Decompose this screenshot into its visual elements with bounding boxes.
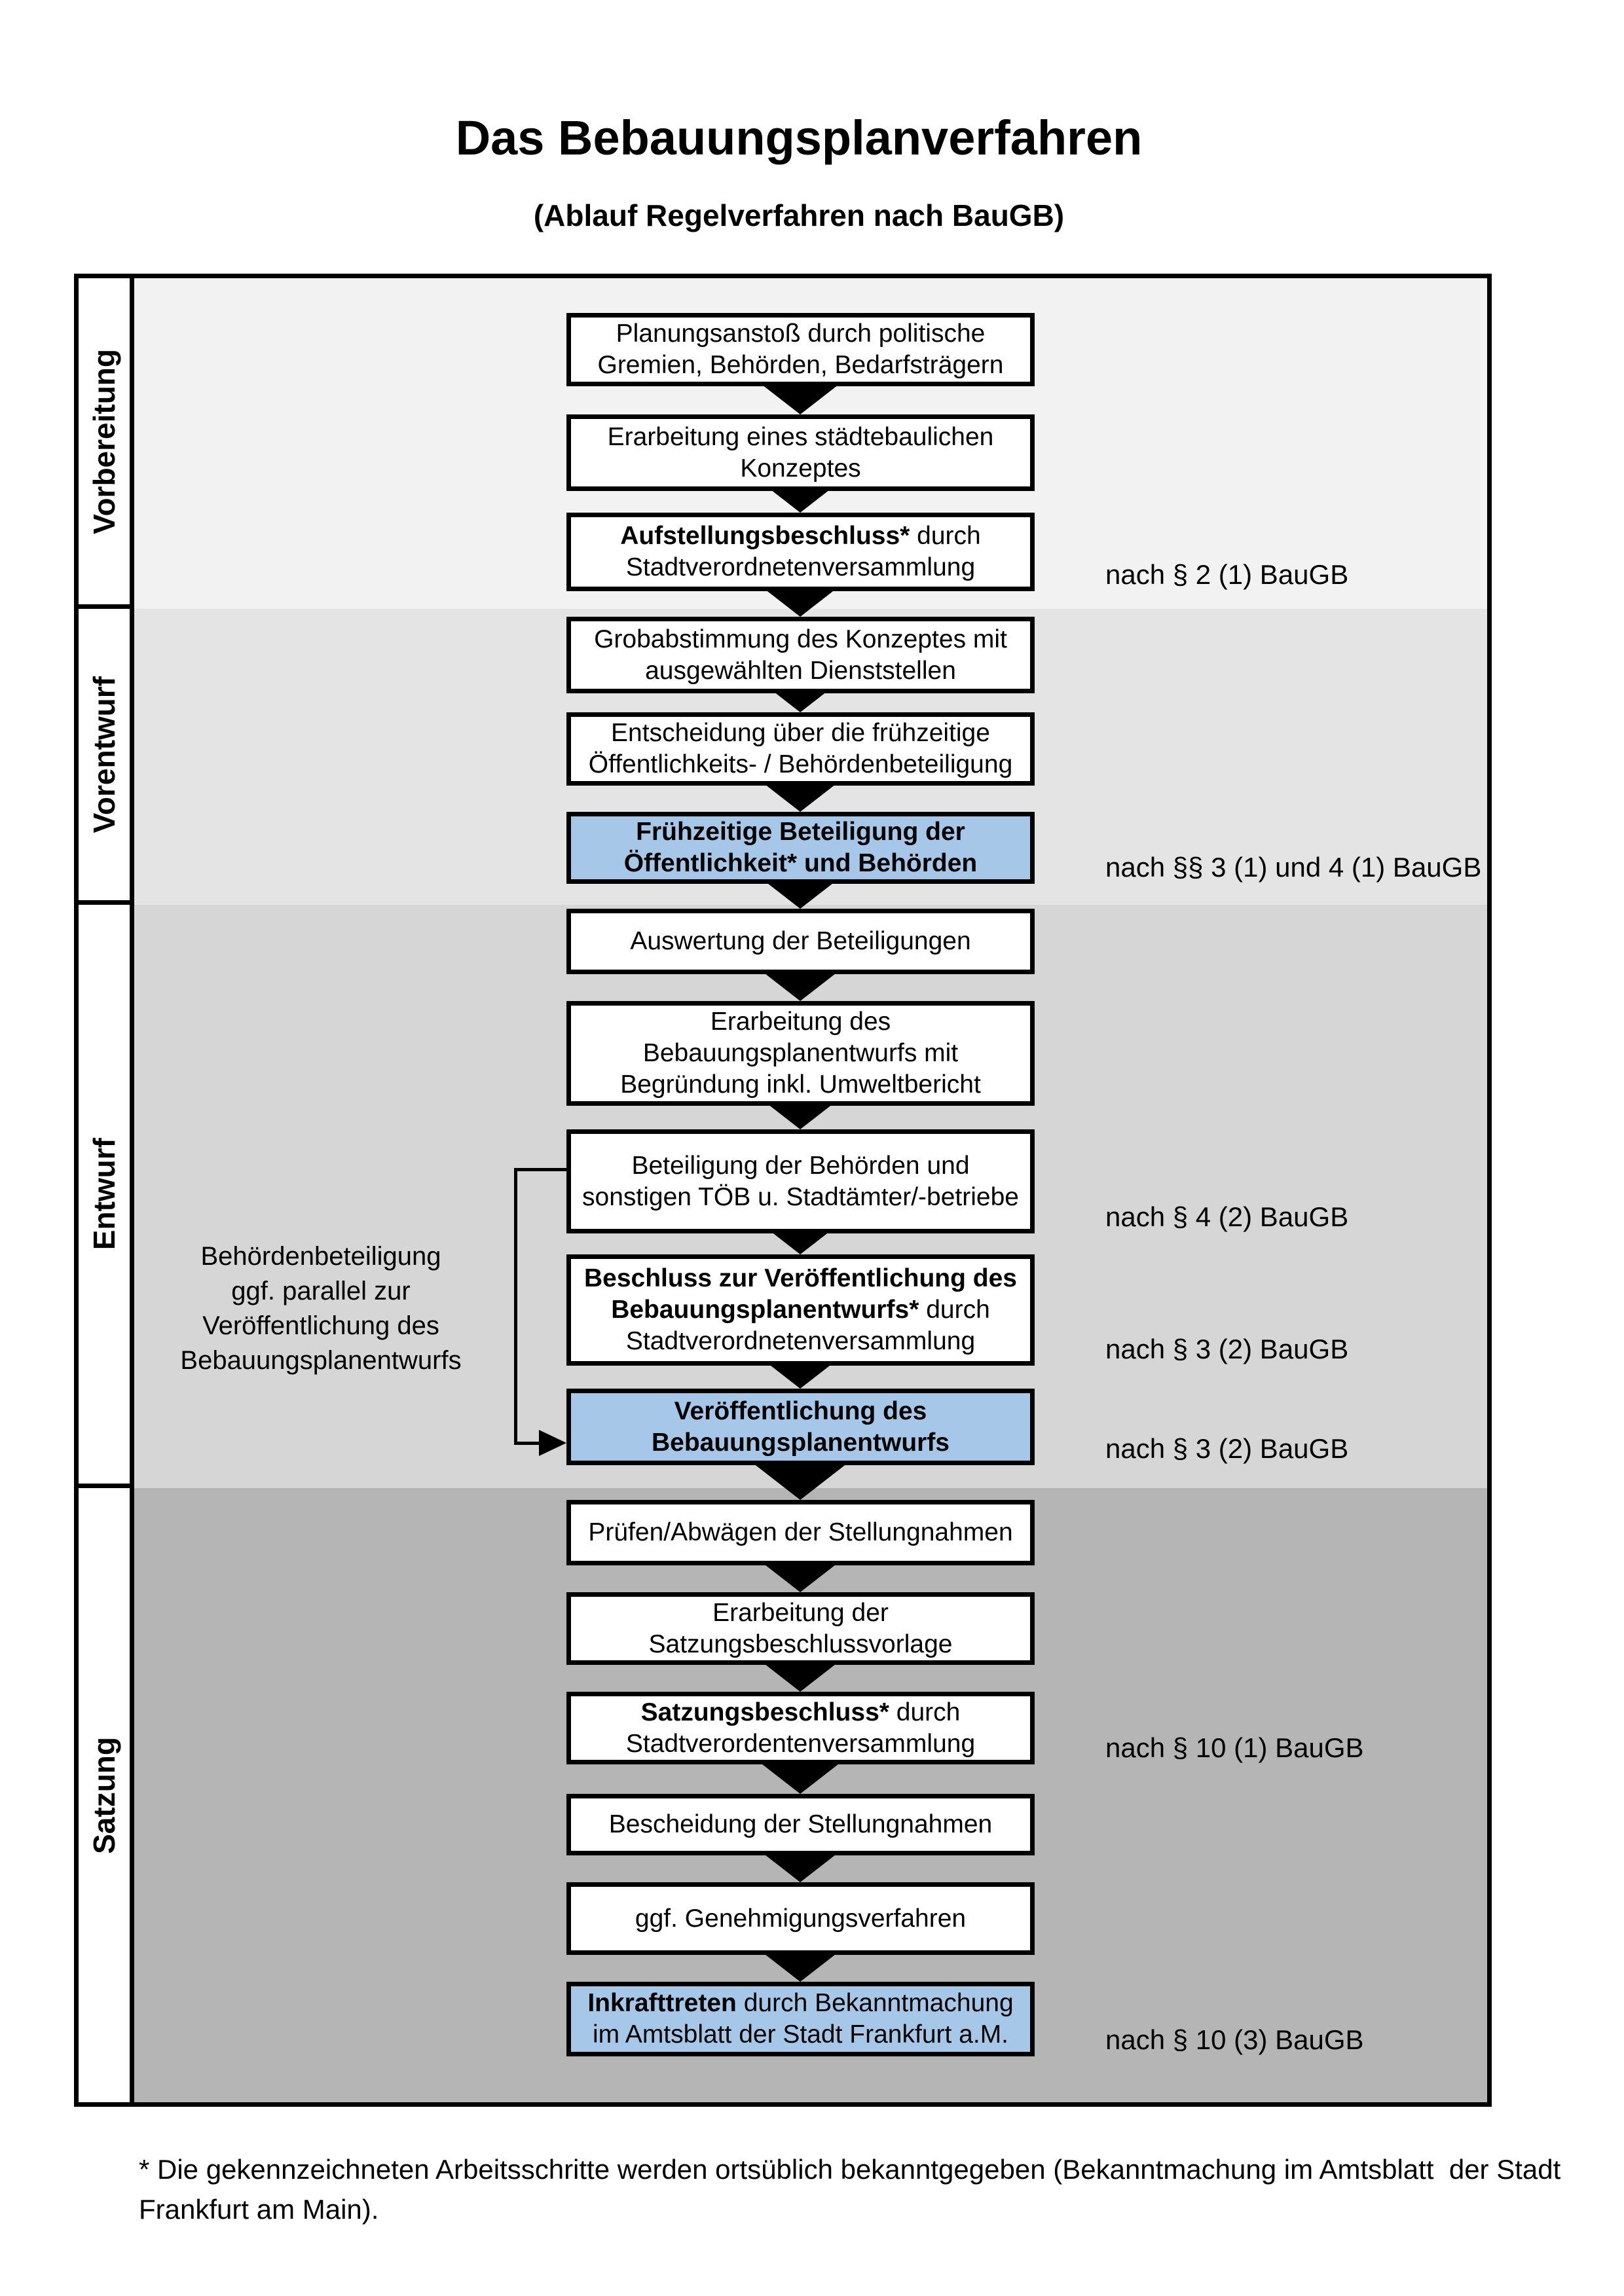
connector-line-vertical: [514, 1168, 517, 1445]
phase-label-cell-entwurf: Entwurf: [79, 905, 134, 1488]
flow-box-line: Stadtverordnetenversammlung: [625, 1327, 976, 1355]
flow-box-line: Frühzeitige Beteiligung der: [636, 818, 965, 846]
flow-box-line: Beteiligung der Behörden und: [631, 1151, 970, 1180]
flow-box-4: Grobabstimmung des Konzeptes mit ausgewäh…: [566, 617, 1035, 693]
flow-box-line: Öffentlichkeits- / Behördenbeteiligung: [588, 750, 1013, 778]
phase-label: Vorbereitung: [87, 348, 121, 534]
flow-box-12: Prüfen/Abwägen der Stellungnahmen: [566, 1500, 1035, 1565]
down-arrow-icon: [753, 1463, 847, 1500]
flow-box-line: ausgewählten Dienststellen: [645, 656, 956, 685]
law-reference: nach § 4 (2) BauGB: [1105, 1201, 1349, 1232]
footnote-line: * Die gekennzeichneten Arbeitsschritte w…: [139, 2154, 1561, 2185]
flow-box-line: Satzungsbeschluss* durch: [640, 1698, 961, 1726]
footnote-line: Frankfurt am Main).: [139, 2194, 379, 2225]
page-subtitle: (Ablauf Regelverfahren nach BauGB): [533, 198, 1065, 232]
law-reference: nach § 3 (2) BauGB: [1105, 1334, 1349, 1364]
law-reference: nach § 10 (3) BauGB: [1105, 2024, 1364, 2055]
phase-label-cell-satzung: Satzung: [79, 1488, 134, 2102]
flow-box-line: Satzungsbeschlussvorlage: [648, 1630, 953, 1658]
phase-label-cell-vorentwurf: Vorentwurf: [79, 609, 134, 905]
flow-box-line: Bebauungsplanentwurfs: [651, 1428, 950, 1457]
connector-line-horizontal-top: [514, 1168, 566, 1171]
flow-box-line: Grobabstimmung des Konzeptes mit: [594, 625, 1007, 653]
flow-box-line: ggf. Genehmigungsverfahren: [635, 1904, 967, 1933]
flow-box-line: Erarbeitung der: [712, 1598, 889, 1627]
flow-box-line: Prüfen/Abwägen der Stellungnahmen: [588, 1518, 1013, 1546]
flow-box-7: Auswertung der Beteiligungen: [566, 909, 1035, 974]
flow-box-line: Gremien, Behörden, Bedarfsträgern: [597, 351, 1004, 379]
flow-box-line: Inkrafttreten durch Bekanntmachung: [587, 1989, 1014, 2017]
page-title: Das Bebauungsplanverfahren: [455, 111, 1143, 165]
flow-box-line: Erarbeitung eines städtebaulichen: [607, 422, 994, 451]
law-reference: nach §§ 3 (1) und 4 (1) BauGB: [1105, 852, 1482, 883]
flow-box-line: im Amtsblatt der Stadt Frankfurt a.M.: [592, 2020, 1009, 2049]
flow-box-line: Begründung inkl. Umweltbericht: [620, 1070, 981, 1099]
flow-box-line: Stadtverordnetenversammlung: [625, 553, 976, 581]
flow-box-line: Veröffentlichung des: [674, 1396, 927, 1425]
flow-box-line: Beschluss zur Veröffentlichung des: [584, 1264, 1017, 1292]
flow-box-line: Aufstellungsbeschluss* durch: [620, 522, 981, 550]
flow-box-line: Bebauungsplanentwurfs* durch: [611, 1296, 990, 1324]
phase-label: Entwurf: [87, 1138, 121, 1250]
phase-label: Satzung: [87, 1736, 121, 1854]
flow-box-17: Inkrafttreten durch Bekanntmachung im Amt…: [566, 1982, 1035, 2056]
parallel-note-line: Bebauungsplanentwurfs: [180, 1346, 462, 1375]
flow-box-16: ggf. Genehmigungsverfahren: [566, 1882, 1035, 1955]
flow-box-line: sonstigen TÖB u. Stadtämter/-betriebe: [582, 1182, 1019, 1211]
law-reference: nach § 3 (2) BauGB: [1105, 1433, 1349, 1464]
flow-box-line: Auswertung der Beteiligungen: [630, 927, 971, 955]
flow-box-line: Entscheidung über die frühzeitige: [611, 719, 990, 747]
flow-box-15: Bescheidung der Stellungnahmen: [566, 1794, 1035, 1855]
flow-box-line: Öffentlichkeit* und Behörden: [623, 849, 978, 877]
connector-arrow-right-icon: [539, 1430, 566, 1456]
phase-label-cell-vorbereitung: Vorbereitung: [79, 278, 134, 609]
connector-line-horizontal-bottom: [514, 1442, 539, 1445]
flow-box-line: Planungsanstoß durch politische: [616, 319, 986, 348]
flow-box-line: Konzeptes: [740, 454, 861, 483]
flow-box-line: Erarbeitung des: [710, 1008, 891, 1036]
flow-box-line: Bescheidung der Stellungnahmen: [608, 1810, 993, 1838]
parallel-note-line: Behördenbeteiligung: [200, 1242, 441, 1271]
footnote: * Die gekennzeichneten Arbeitsschritte w…: [139, 2149, 1579, 2229]
flow-box-line: Bebauungsplanentwurfs mit: [642, 1039, 959, 1067]
parallel-note-line: ggf. parallel zur: [231, 1277, 411, 1305]
phase-label: Vorentwurf: [87, 676, 121, 833]
law-reference: nach § 10 (1) BauGB: [1105, 1732, 1364, 1763]
flow-box-line: Stadtverordentenversammlung: [625, 1729, 976, 1758]
parallel-note-line: Veröffentlichung des: [202, 1311, 439, 1340]
law-reference: nach § 2 (1) BauGB: [1105, 559, 1349, 590]
